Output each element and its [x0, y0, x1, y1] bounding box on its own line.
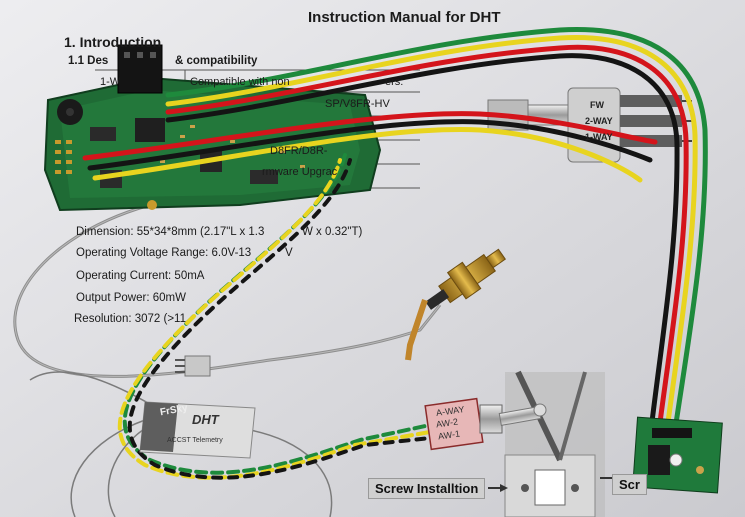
table-fragment-2: Compatible with non	[190, 76, 290, 88]
table-fragment-4: SP/V8FR-HV	[325, 98, 390, 110]
rotary-label-2way: 2-WAY	[585, 116, 613, 126]
heat-shrink	[405, 299, 428, 361]
subsection-heading-tail: & compatibility	[175, 55, 258, 67]
caption-screw-installation: Screw Installtion	[368, 478, 486, 499]
sensor-board	[632, 416, 723, 494]
spec-voltage: Operating Voltage Range: 6.0V-13	[76, 247, 252, 259]
antenna-pad	[147, 200, 157, 210]
spec-dimension-tail: W x 0.32"T)	[302, 226, 363, 238]
wire-bundle-top	[165, 27, 708, 433]
spec-voltage-tail: V	[285, 247, 293, 259]
coax-cable-highlight	[14, 204, 441, 377]
chip	[90, 127, 116, 141]
spec-current: Operating Current: 50mA	[76, 270, 205, 282]
rotary-label-fw: FW	[590, 100, 604, 110]
wire-bundle-middle	[82, 111, 658, 183]
module-sub-label: ACCST Telemetry	[167, 437, 223, 444]
table-fragment-6: rmware Upgrac	[262, 166, 338, 178]
table-fragment-1: 1-W	[100, 76, 121, 88]
spec-resolution: Resolution: 3072 (>11	[74, 313, 186, 325]
dht-receiver-module	[139, 401, 256, 459]
spec-power: Output Power: 60mW	[76, 292, 186, 304]
rotary-label-1way: 1-WAY	[585, 132, 613, 142]
section-heading: 1. Introduction	[64, 34, 162, 50]
table-fragment-3: ers:	[385, 76, 404, 88]
module-brand: DHT	[192, 412, 219, 427]
spec-dimension: Dimension: 55*34*8mm (2.17"L x 1.3	[76, 226, 265, 238]
printed-diagram	[488, 370, 628, 517]
servo-plug	[175, 355, 211, 377]
subsection-heading: 1.1 Des	[68, 55, 109, 67]
caption-screw-right: Scr	[612, 474, 647, 495]
sma-connector	[425, 248, 506, 310]
document-title: Instruction Manual for DHT	[308, 9, 501, 26]
table-fragment-5: D8FR/D8R-	[270, 145, 328, 157]
toggle-switch	[424, 397, 547, 451]
main-chip	[135, 118, 165, 142]
twisted-wire-bundle	[117, 153, 432, 480]
